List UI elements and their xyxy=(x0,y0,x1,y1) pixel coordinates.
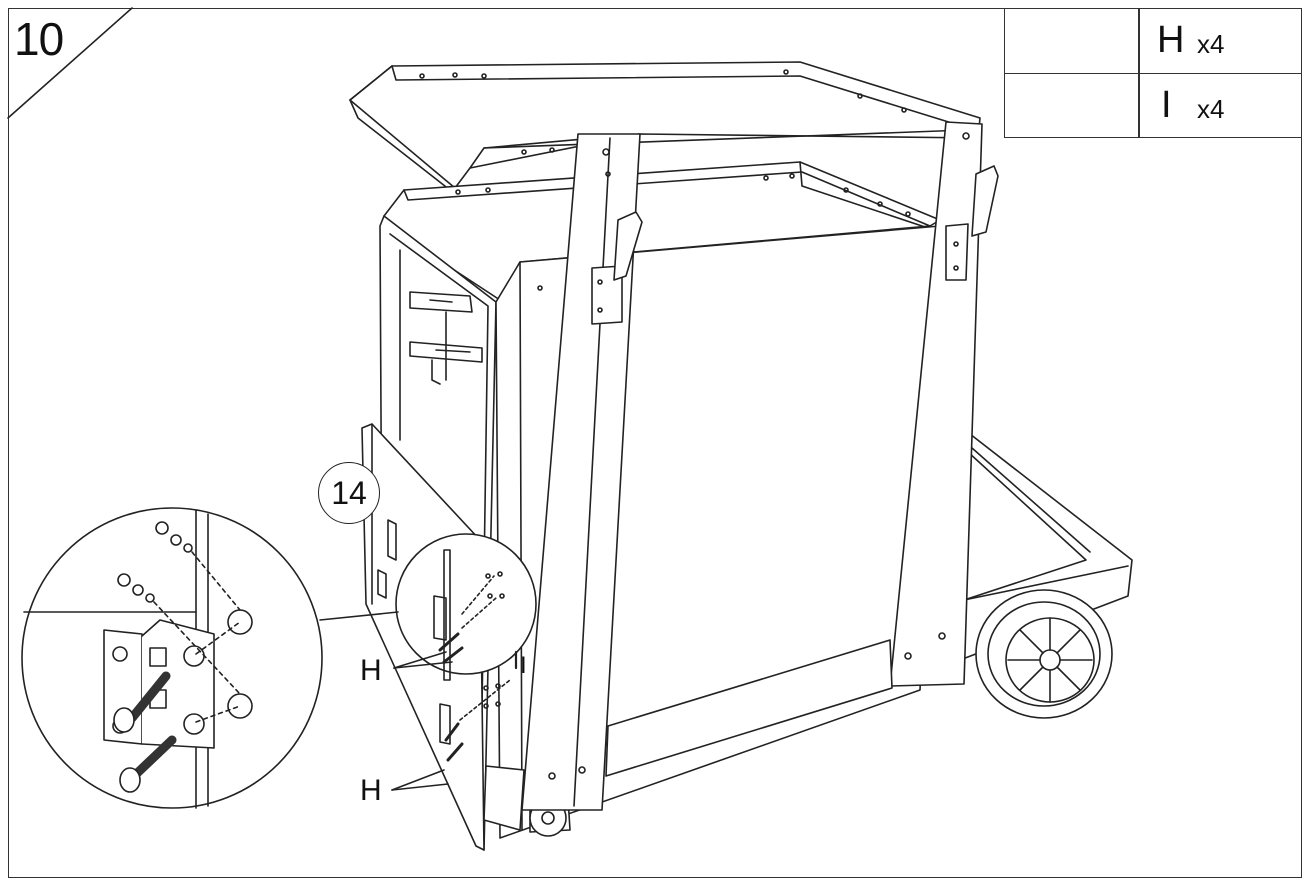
parts-divider xyxy=(1138,9,1140,73)
right-upright xyxy=(889,121,999,687)
label-i-marker: I xyxy=(520,652,527,679)
step-number: 10 xyxy=(14,13,64,65)
lower-bracket-detail xyxy=(439,679,511,762)
magnifier-leader xyxy=(319,611,399,621)
parts-divider xyxy=(1138,74,1140,138)
step-corner-diagonal xyxy=(7,7,133,119)
magnified-detail xyxy=(21,507,323,809)
door-detail-circle xyxy=(395,533,537,681)
h-leaders xyxy=(391,651,453,791)
part-quantity: x4 xyxy=(1197,94,1225,124)
rear-wheel xyxy=(975,589,1113,719)
left-upright xyxy=(521,133,643,811)
bottom-rail xyxy=(483,639,893,831)
label-h-upper: H xyxy=(360,654,382,687)
parts-table: H x4 I x4 xyxy=(1004,8,1302,138)
parts-row-h: H x4 xyxy=(1005,9,1301,74)
page-frame xyxy=(8,8,1302,878)
label-h-lower: H xyxy=(360,774,382,807)
part-letter: H xyxy=(1157,19,1185,61)
part-quantity: x4 xyxy=(1197,29,1225,59)
part-letter: I xyxy=(1161,84,1172,126)
part-callout: 14 xyxy=(318,462,380,524)
parts-row-i: I x4 xyxy=(1005,74,1301,138)
